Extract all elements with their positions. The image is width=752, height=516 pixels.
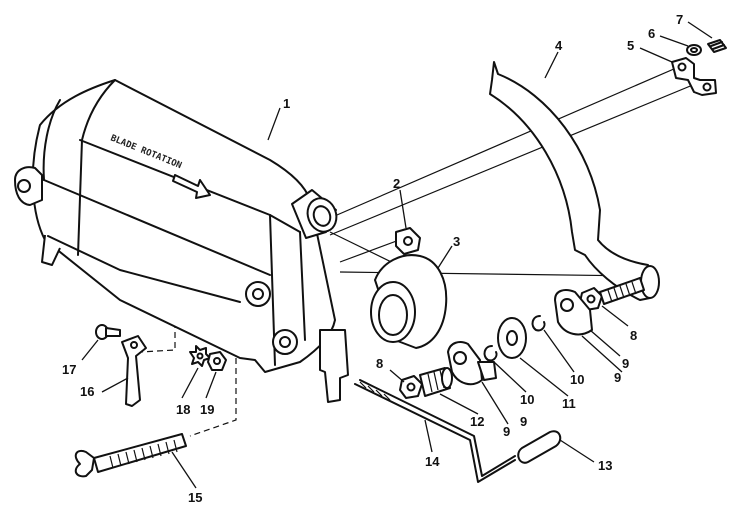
callout-15: 15 bbox=[188, 490, 202, 505]
part-14-rod bbox=[354, 379, 516, 483]
callout-9-d: 9 bbox=[503, 424, 510, 439]
callout-10-right: 10 bbox=[570, 372, 584, 387]
callout-2: 2 bbox=[393, 176, 400, 191]
part-10-clip-right bbox=[531, 315, 546, 332]
callout-12: 12 bbox=[470, 414, 484, 429]
callout-1: 1 bbox=[283, 96, 290, 111]
part-10-clip-mid bbox=[483, 345, 498, 362]
part-16-latch-plate bbox=[121, 335, 147, 407]
part-7-screw bbox=[707, 39, 727, 53]
callout-11: 11 bbox=[562, 396, 576, 411]
part-3-nozzle-boot bbox=[370, 254, 448, 349]
part-15-wing-bolt bbox=[74, 433, 187, 478]
callout-5: 5 bbox=[627, 38, 634, 53]
callout-18: 18 bbox=[176, 402, 190, 417]
callout-7: 7 bbox=[676, 12, 683, 27]
blade-guard-housing: BLADE ROTATION bbox=[14, 79, 349, 403]
callout-numbers: 1 2 3 4 5 6 7 8 8 9 9 9 9 10 10 11 12 13… bbox=[62, 12, 683, 505]
callout-4: 4 bbox=[555, 38, 563, 53]
callout-3: 3 bbox=[453, 234, 460, 249]
part-17-screw bbox=[95, 324, 121, 340]
callout-8-left: 8 bbox=[376, 356, 383, 371]
callout-8-right: 8 bbox=[630, 328, 637, 343]
callout-10-mid: 10 bbox=[520, 392, 534, 407]
part-8-nut-left bbox=[399, 375, 423, 399]
callout-9-c: 9 bbox=[520, 414, 527, 429]
leader-lines bbox=[81, 21, 713, 489]
part-9-cam-right bbox=[554, 289, 593, 336]
part-19-nut bbox=[207, 351, 227, 371]
part-18-star-washer bbox=[189, 345, 211, 367]
part-13-sleeve bbox=[517, 430, 562, 464]
callout-9-b: 9 bbox=[614, 370, 621, 385]
part-4-support-arm bbox=[489, 61, 660, 301]
part-9-cam-mid bbox=[447, 341, 497, 386]
callout-9-a: 9 bbox=[622, 356, 629, 371]
part-2-square-nut bbox=[395, 227, 421, 255]
callout-17: 17 bbox=[62, 362, 76, 377]
arm-bolt bbox=[599, 277, 645, 305]
part-11-washer bbox=[497, 317, 527, 359]
callout-19: 19 bbox=[200, 402, 214, 417]
part-12-spacer bbox=[419, 367, 453, 397]
callout-14: 14 bbox=[425, 454, 440, 469]
callout-6: 6 bbox=[648, 26, 655, 41]
part-6-washer bbox=[686, 44, 702, 56]
part-5-bracket bbox=[671, 57, 717, 96]
callout-16: 16 bbox=[80, 384, 94, 399]
callout-13: 13 bbox=[598, 458, 612, 473]
